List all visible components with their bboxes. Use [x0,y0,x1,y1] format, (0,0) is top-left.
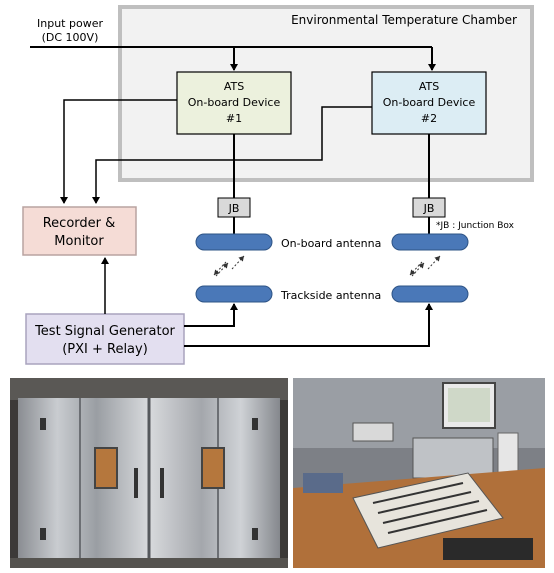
trackside-antenna-label: Trackside antenna [280,289,381,302]
ats-device-1 [176,71,292,135]
input-power-label: Input power [37,17,103,30]
wireless-signal-2 [409,255,441,277]
jb-note: *JB : Junction Box [436,221,515,231]
generator-to-trackside2-line [184,303,433,347]
device1-number: #1 [226,112,242,125]
trackside-antenna-1 [195,285,273,303]
ats-device-2 [371,71,487,135]
generator-to-trackside1-line [184,303,238,327]
jb1-label: JB [228,202,240,215]
chamber-title: Environmental Temperature Chamber [291,13,517,27]
input-power-voltage: (DC 100V) [42,31,99,44]
recorder-label: Recorder & [43,216,116,231]
device1-to-recorder-line [60,99,177,204]
environmental-chamber-photo [10,378,288,568]
generator-label: Test Signal Generator [34,324,175,339]
device2-number: #2 [421,112,437,125]
device1-title: ATS [224,80,244,93]
onboard-antenna-2 [391,233,469,251]
test-equipment-photo [293,378,545,568]
wireless-signal-1 [213,255,245,277]
onboard-antenna-label: On-board antenna [281,237,381,250]
device2-title: ATS [419,80,439,93]
recorder-monitor-box [22,206,137,256]
generator-sublabel: (PXI + Relay) [62,342,148,357]
jb2-label: JB [423,202,435,215]
device2-subtitle: On-board Device [383,96,476,109]
monitor-label: Monitor [54,234,104,249]
device1-subtitle: On-board Device [188,96,281,109]
test-signal-generator-box [25,313,185,365]
trackside-antenna-2 [391,285,469,303]
device2-to-recorder-line [92,106,372,204]
onboard-antenna-1 [195,233,273,251]
